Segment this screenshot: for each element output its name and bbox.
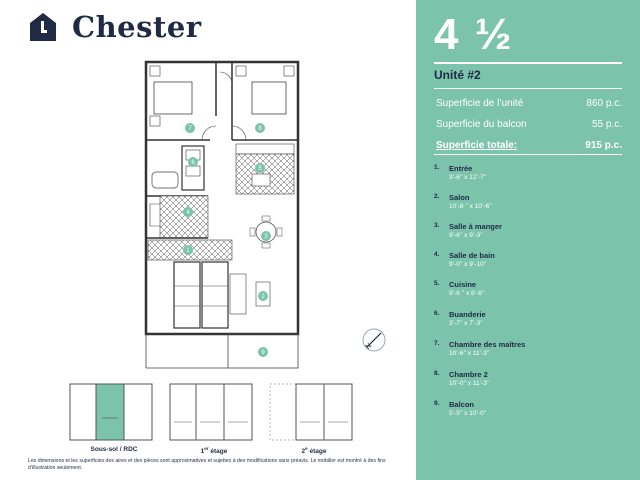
- room-number: 7.: [434, 340, 440, 347]
- room-dimensions: 10’-8 ’’ x 10’-6’’: [449, 203, 492, 210]
- room-name: Chambre des maîtres: [449, 340, 526, 349]
- disclaimer: Les dimensions et les superficies des ai…: [28, 458, 386, 471]
- floor-thumb-2-icon: [269, 383, 353, 441]
- floor-thumb-1[interactable]: [166, 378, 262, 448]
- divider: [434, 88, 622, 89]
- room-number: 6.: [434, 310, 440, 317]
- house-logo-icon: [30, 13, 56, 41]
- area-value: 915 p.c.: [585, 140, 622, 151]
- room-dimensions: 5’-5’’ x 10’-0’’: [449, 410, 487, 417]
- area-label: Superficie de l’unité: [436, 98, 524, 109]
- unit-info-panel: 4 ½ Unité #2 Superficie de l’unité 860 p…: [416, 0, 640, 480]
- area-row-balcony: Superficie du balcon 55 p.c.: [436, 119, 622, 130]
- divider: [434, 154, 622, 155]
- plan-label-3: 3: [264, 234, 268, 240]
- compass-label: N: [365, 342, 374, 351]
- room-number: 1.: [434, 164, 440, 171]
- left-area: Chester: [0, 10, 416, 471]
- floor-label-basement: Sous-sol / RDC: [90, 446, 138, 453]
- area-row-unit: Superficie de l’unité 860 p.c.: [436, 98, 622, 109]
- room-dimensions: 3’-6’’ x 12’-7’’: [449, 174, 487, 181]
- brand: Chester: [28, 10, 202, 44]
- floor-thumb-1-icon: [169, 383, 253, 441]
- room-name: Buanderie: [449, 310, 486, 319]
- area-label: Superficie totale:: [436, 140, 518, 151]
- unit-number: Unité #2: [434, 68, 481, 82]
- plan-label-6: 6: [191, 160, 195, 166]
- room-number: 5.: [434, 280, 440, 287]
- room-number: 9.: [434, 400, 440, 407]
- room-dimensions: 9’-6 ’’ x 8’-6’’: [449, 290, 485, 297]
- plan-label-2: 2: [261, 294, 265, 300]
- plan-label-4: 4: [186, 210, 190, 216]
- room-name: Entrée: [449, 164, 473, 173]
- floor-label-2: 2e étage: [301, 446, 327, 456]
- plan-label-8: 8: [258, 126, 262, 132]
- room-name: Salle à manger: [449, 222, 502, 231]
- area-value: 860 p.c.: [586, 98, 622, 109]
- room-name: Cuisine: [449, 280, 477, 289]
- floor-thumb-basement[interactable]: [66, 378, 162, 448]
- floor-thumb-basement-icon: [69, 383, 153, 441]
- room-name: Salon: [449, 193, 470, 202]
- plan-label-7: 7: [188, 126, 192, 132]
- plan-label-1: 1: [186, 248, 190, 254]
- room-dimensions: 10’-6’’ x 11’-3’’: [449, 350, 490, 357]
- room-dimensions: 10’-0’’ x 11’-3’’: [449, 380, 490, 387]
- room-name: Salle de bain: [449, 251, 495, 260]
- divider: [434, 62, 622, 64]
- room-number: 8.: [434, 370, 440, 377]
- room-number: 2.: [434, 193, 440, 200]
- room-dimensions: 9’-6’’ x 9’-3’’: [449, 232, 483, 239]
- floor-label-1: 1er étage: [200, 446, 228, 456]
- brand-name: Chester: [72, 10, 202, 44]
- area-row-total: Superficie totale: 915 p.c.: [436, 140, 622, 151]
- room-dimensions: 9’-0’’ x 9’-10’’: [449, 261, 487, 268]
- area-label: Superficie du balcon: [436, 119, 527, 130]
- room-name: Chambre 2: [449, 370, 488, 379]
- plan-label-9: 9: [261, 350, 265, 356]
- plan-label-5: 5: [258, 166, 262, 172]
- floor-thumb-2[interactable]: [266, 378, 362, 448]
- room-name: Balcon: [449, 400, 475, 409]
- room-number: 4.: [434, 251, 440, 258]
- room-number: 3.: [434, 222, 440, 229]
- compass-icon: N: [362, 328, 386, 352]
- room-dimensions: 3’-7’’ x 7’-3’’: [449, 320, 483, 327]
- floor-plan: 7 8 6 5 4 3 1 2 9: [144, 60, 300, 369]
- area-value: 55 p.c.: [591, 119, 622, 130]
- unit-type: 4 ½: [434, 10, 514, 59]
- floor-thumbnails: Sous-sol / RDC 1er étage 2e étage: [0, 378, 416, 458]
